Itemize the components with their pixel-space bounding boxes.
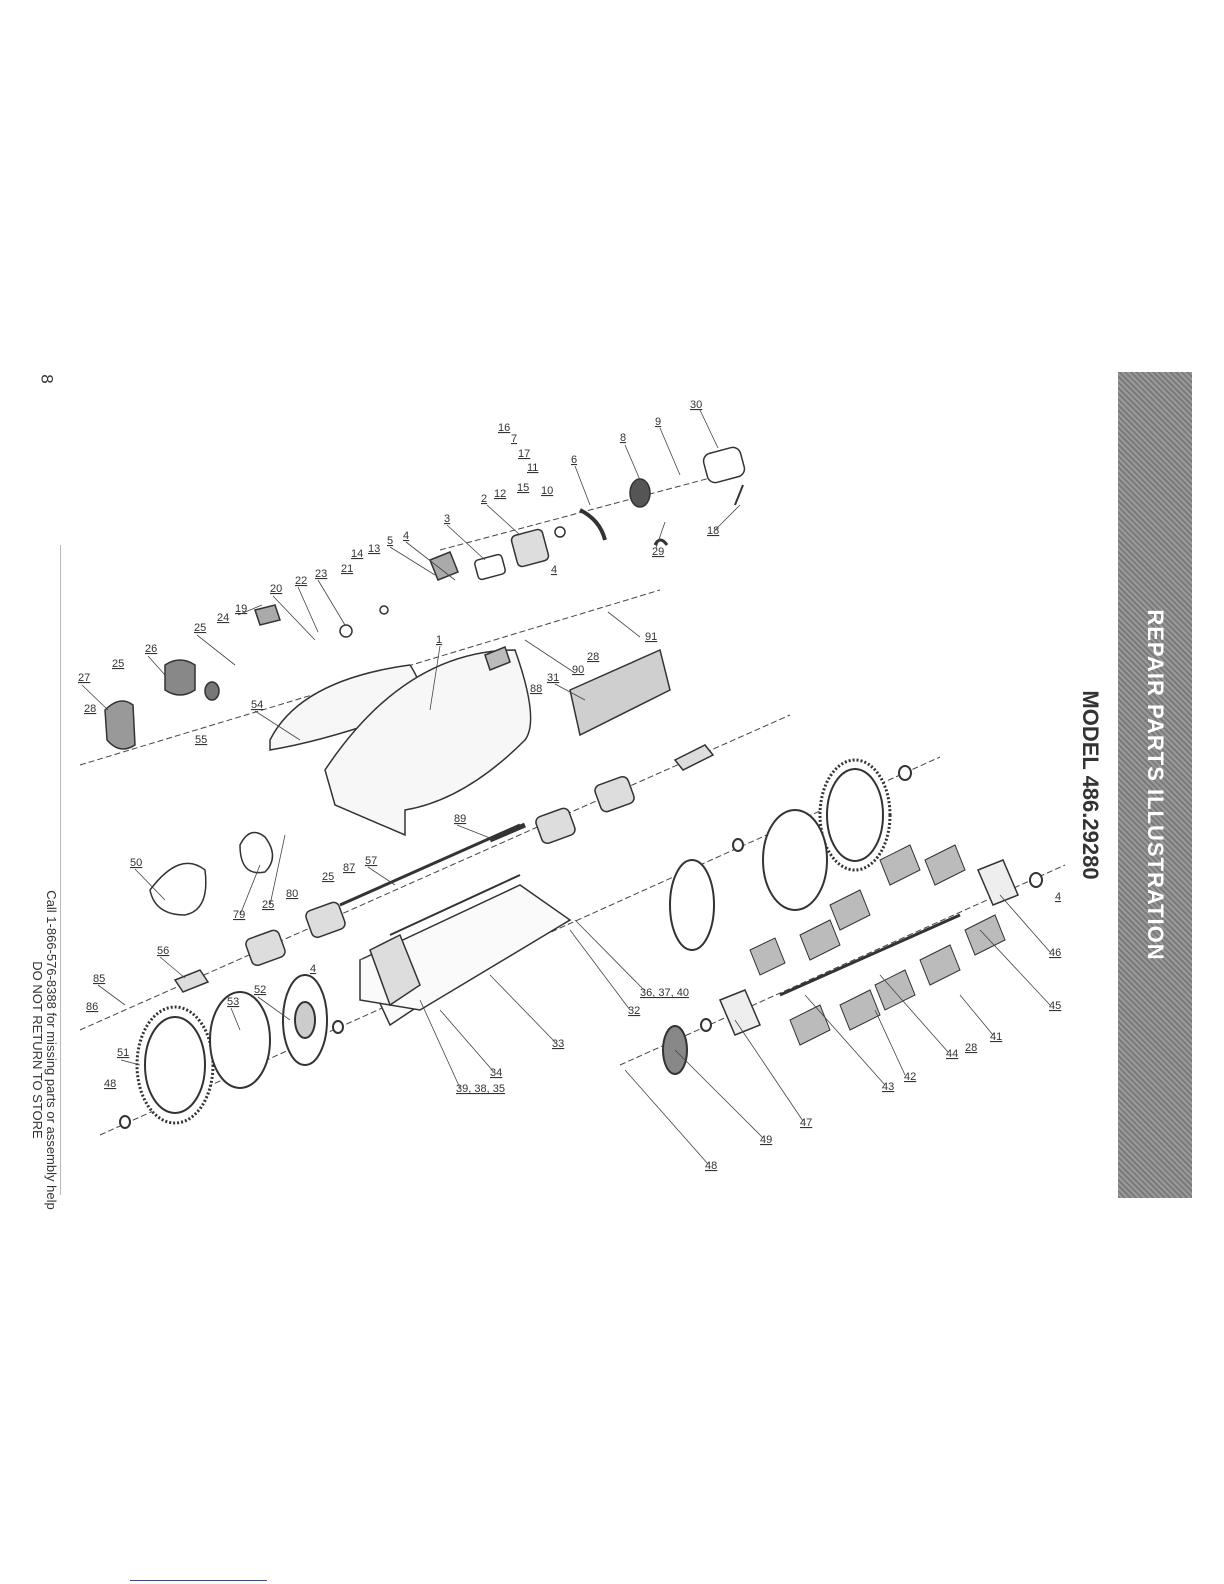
callout-7: 7 (511, 433, 517, 445)
title-banner: REPAIR PARTS ILLUSTRATION (1118, 372, 1192, 1198)
callout-51: 51 (117, 1047, 129, 1059)
callout-86: 86 (86, 1001, 98, 1013)
callout-2: 2 (481, 493, 487, 505)
callout-45: 45 (1049, 1000, 1061, 1012)
callout-43: 43 (882, 1081, 894, 1093)
callout-4-right: 4 (1055, 891, 1061, 903)
callout-12: 12 (494, 488, 506, 500)
callout-47: 47 (800, 1117, 812, 1129)
callout-55: 55 (195, 734, 207, 746)
callout-57: 57 (365, 855, 377, 867)
callout-25-a: 25 (194, 622, 206, 634)
return-line: DO NOT RETURN TO STORE (30, 961, 45, 1139)
callout-85: 85 (93, 973, 105, 985)
callout-1: 1 (436, 634, 442, 646)
callout-14: 14 (351, 548, 363, 560)
callout-4-upper: 4 (403, 530, 409, 542)
callout-24: 24 (217, 612, 229, 624)
callout-32: 32 (628, 1005, 640, 1017)
callout-89: 89 (454, 813, 466, 825)
callout-42: 42 (904, 1071, 916, 1083)
callout-49: 49 (760, 1134, 772, 1146)
callout-25-c: 25 (262, 899, 274, 911)
callout-88: 88 (530, 683, 542, 695)
callout-16: 16 (498, 422, 510, 434)
callout-18: 18 (707, 525, 719, 537)
callout-41: 41 (990, 1031, 1002, 1043)
callout-26: 26 (145, 643, 157, 655)
callout-19: 19 (235, 603, 247, 615)
callout-39-38-35: 39, 38, 35 (456, 1083, 505, 1095)
callout-79: 79 (233, 909, 245, 921)
callout-50: 50 (130, 857, 142, 869)
callout-25-d: 25 (322, 871, 334, 883)
callout-25-b: 25 (112, 658, 124, 670)
callout-91: 91 (645, 631, 657, 643)
callout-87: 87 (343, 862, 355, 874)
callout-48-right: 48 (705, 1160, 717, 1172)
callout-46: 46 (1049, 947, 1061, 959)
callout-4-left: 4 (310, 963, 316, 975)
callout-28-mid: 28 (587, 651, 599, 663)
callout-53: 53 (227, 996, 239, 1008)
link-underline (130, 1580, 267, 1581)
callout-33: 33 (552, 1038, 564, 1050)
callout-9: 9 (655, 416, 661, 428)
callout-28-left: 28 (84, 703, 96, 715)
callout-44: 44 (946, 1048, 958, 1060)
callout-4-top: 4 (551, 564, 557, 576)
callout-34: 34 (490, 1067, 502, 1079)
callout-31: 31 (547, 672, 559, 684)
callout-11: 11 (527, 462, 538, 474)
callout-15: 15 (517, 482, 529, 494)
callout-21: 21 (341, 563, 353, 575)
callout-22: 22 (295, 575, 307, 587)
callout-80: 80 (286, 888, 298, 900)
callout-5: 5 (387, 535, 393, 547)
callout-56: 56 (157, 945, 169, 957)
callout-90: 90 (572, 664, 584, 676)
callout-8: 8 (620, 432, 626, 444)
help-footer: Call 1-866-576-8388 for missing parts or… (30, 890, 59, 1210)
callout-6: 6 (571, 454, 577, 466)
page-number: 8 (37, 374, 57, 384)
callout-36-37-40: 36, 37, 40 (640, 987, 689, 999)
help-line: Call 1-866-576-8388 for missing parts or… (44, 890, 59, 1210)
margin-rule (60, 545, 61, 1195)
callout-30: 30 (690, 399, 702, 411)
callout-29: 29 (652, 546, 664, 558)
callout-52: 52 (254, 984, 266, 996)
callout-23: 23 (315, 568, 327, 580)
callout-28-right: 28 (965, 1042, 977, 1054)
callout-20: 20 (270, 583, 282, 595)
callout-27: 27 (78, 672, 90, 684)
callout-3: 3 (444, 513, 450, 525)
callout-54: 54 (251, 699, 263, 711)
callout-48-left: 48 (104, 1078, 116, 1090)
callout-13: 13 (368, 543, 380, 555)
callout-10: 10 (541, 485, 553, 497)
page-title: REPAIR PARTS ILLUSTRATION (1143, 609, 1168, 961)
model-number: MODEL 486.29280 (1078, 690, 1103, 880)
callout-17: 17 (518, 448, 530, 460)
